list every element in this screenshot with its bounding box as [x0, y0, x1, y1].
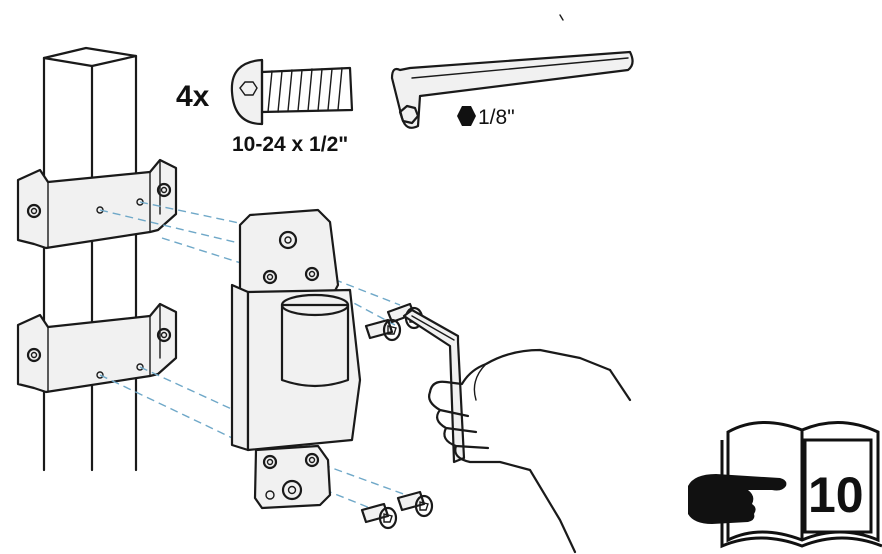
hand-icon: [428, 348, 632, 554]
hex-key-size: 1/8": [478, 106, 515, 129]
screw-lower-1: [396, 490, 434, 518]
square-post: [42, 46, 138, 472]
hex-key-icon: [390, 50, 634, 129]
screw-size: 10-24 x 1/2": [232, 133, 348, 156]
screw-lower-2: [360, 502, 398, 530]
open-book-icon: [720, 420, 882, 549]
gate-hinge: [230, 208, 362, 510]
pointing-hand-icon: [688, 474, 787, 524]
hexagon-icon: [457, 106, 476, 126]
manual-page-number: 10: [808, 467, 864, 523]
stray-mark: [559, 14, 564, 21]
screw-quantity: 4x: [176, 80, 210, 113]
upper-post-clamp: [16, 158, 178, 250]
screw-threads: [267, 67, 343, 113]
button-head-screw-icon: [230, 58, 354, 126]
screw-upper-2: [364, 318, 402, 342]
lower-post-clamp: [16, 302, 178, 394]
hex-key-in-use: [402, 308, 466, 464]
